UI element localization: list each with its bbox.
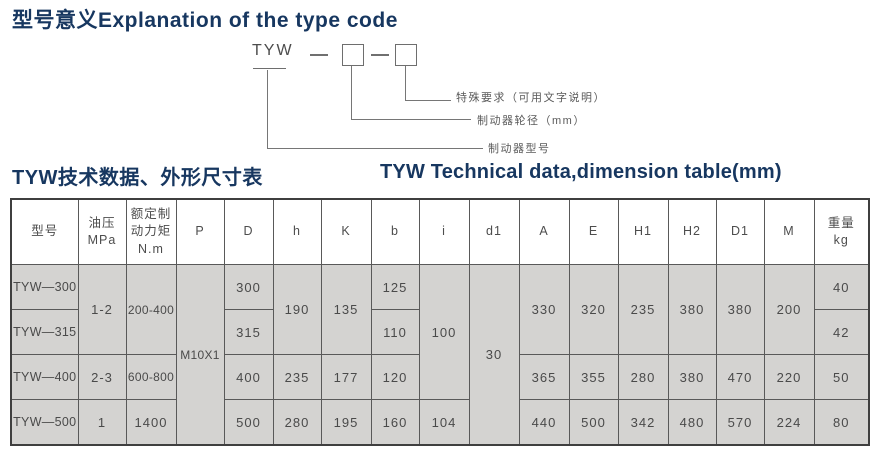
table-row-tyw-400: TYW—400 2-3 600-800 400 235 177 120 365 … — [10, 354, 870, 400]
cell-weight: 40 — [813, 264, 870, 310]
cell-h: 280 — [272, 399, 322, 446]
cell-oil-pressure: 1 — [77, 399, 127, 446]
cell-P: M10X1 — [175, 264, 225, 446]
table-row-tyw-315: TYW—315 315 110 42 — [10, 309, 870, 355]
col-header-i: i — [418, 198, 470, 265]
cell-D1: 470 — [715, 354, 765, 400]
cell-b: 160 — [370, 399, 420, 446]
cell-D: 300 — [223, 264, 274, 310]
cell-weight: 42 — [813, 309, 870, 355]
label-special-requirements: 特殊要求（可用文字说明） — [456, 92, 606, 104]
cell-h: 235 — [272, 354, 322, 400]
col-header-P: P — [175, 198, 225, 265]
cell-K: 135 — [320, 264, 372, 355]
cell-H2: 480 — [667, 399, 717, 446]
table-title-en: TYW Technical data,dimension table(mm) — [380, 161, 782, 183]
cell-D1: 570 — [715, 399, 765, 446]
type-code-box-wheel — [342, 44, 364, 66]
tyw-underline — [253, 68, 286, 69]
cell-E: 500 — [568, 399, 619, 446]
cell-b: 120 — [370, 354, 420, 400]
col-header-torque: 额定制 动力矩 N.m — [125, 198, 177, 265]
label-wheel-diameter: 制动器轮径（mm） — [477, 115, 586, 127]
col-header-A: A — [518, 198, 570, 265]
cell-model: TYW—400 — [10, 354, 79, 400]
cell-M: 200 — [763, 264, 815, 355]
table-row-tyw-300: TYW—300 1-2 200-400 M10X1 300 190 135 12… — [10, 264, 870, 446]
col-header-M: M — [763, 198, 815, 265]
col-header-d1: d1 — [468, 198, 520, 265]
cell-M: 220 — [763, 354, 815, 400]
cell-weight: 80 — [813, 399, 870, 446]
type-code-prefix: TYW — [252, 42, 294, 59]
page-title: 型号意义Explanation of the type code — [12, 9, 398, 32]
cell-H1: 280 — [617, 354, 669, 400]
cell-b: 110 — [370, 309, 420, 355]
cell-model: TYW—500 — [10, 399, 79, 446]
col-header-b: b — [370, 198, 420, 265]
col-header-H2: H2 — [667, 198, 717, 265]
cell-A: 330 — [518, 264, 570, 355]
cell-A: 365 — [518, 354, 570, 400]
cell-model: TYW—300 — [10, 264, 79, 310]
cell-H2: 380 — [667, 264, 717, 355]
col-header-E: E — [568, 198, 619, 265]
cell-E: 320 — [568, 264, 619, 355]
cell-model: TYW—315 — [10, 309, 79, 355]
cell-A: 440 — [518, 399, 570, 446]
cell-weight: 50 — [813, 354, 870, 400]
label-brake-model: 制动器型号 — [488, 143, 551, 155]
connector-line-model — [267, 70, 483, 149]
table-row-tyw-500: TYW—500 1 1400 500 280 195 160 104 440 5… — [10, 399, 870, 446]
cell-E: 355 — [568, 354, 619, 400]
cell-torque: 1400 — [125, 399, 177, 446]
cell-torque: 600-800 — [125, 354, 177, 400]
cell-M: 224 — [763, 399, 815, 446]
cell-D: 400 — [223, 354, 274, 400]
cell-H2: 380 — [667, 354, 717, 400]
dash-line — [310, 54, 328, 56]
col-header-oil-pressure: 油压 MPa — [77, 198, 127, 265]
col-header-K: K — [320, 198, 372, 265]
cell-i: 100 — [418, 264, 470, 400]
col-header-D: D — [223, 198, 274, 265]
header-row: 型号 油压 MPa 额定制 动力矩 N.m P D h K b i d1 A E… — [10, 198, 870, 265]
col-header-weight: 重量 kg — [813, 198, 870, 265]
connector-line-wheel — [351, 66, 471, 120]
cell-d1: 30 — [468, 264, 520, 446]
cell-H1: 342 — [617, 399, 669, 446]
cell-H1: 235 — [617, 264, 669, 355]
col-header-H1: H1 — [617, 198, 669, 265]
table-title-cn: TYW技术数据、外形尺寸表 — [12, 167, 263, 189]
col-header-D1: D1 — [715, 198, 765, 265]
type-code-box-special — [395, 44, 417, 66]
connector-line-special — [405, 66, 451, 101]
technical-data-table: 型号 油压 MPa 额定制 动力矩 N.m P D h K b i d1 A E… — [10, 198, 870, 446]
cell-D1: 380 — [715, 264, 765, 355]
cell-torque: 200-400 — [125, 264, 177, 355]
cell-oil-pressure: 1-2 — [77, 264, 127, 355]
cell-K: 195 — [320, 399, 372, 446]
cell-i: 104 — [418, 399, 470, 446]
dash-line — [371, 54, 389, 56]
cell-b: 125 — [370, 264, 420, 310]
cell-D: 315 — [223, 309, 274, 355]
cell-K: 177 — [320, 354, 372, 400]
col-header-h: h — [272, 198, 322, 265]
cell-oil-pressure: 2-3 — [77, 354, 127, 400]
cell-D: 500 — [223, 399, 274, 446]
col-header-model: 型号 — [10, 198, 79, 265]
cell-h: 190 — [272, 264, 322, 355]
